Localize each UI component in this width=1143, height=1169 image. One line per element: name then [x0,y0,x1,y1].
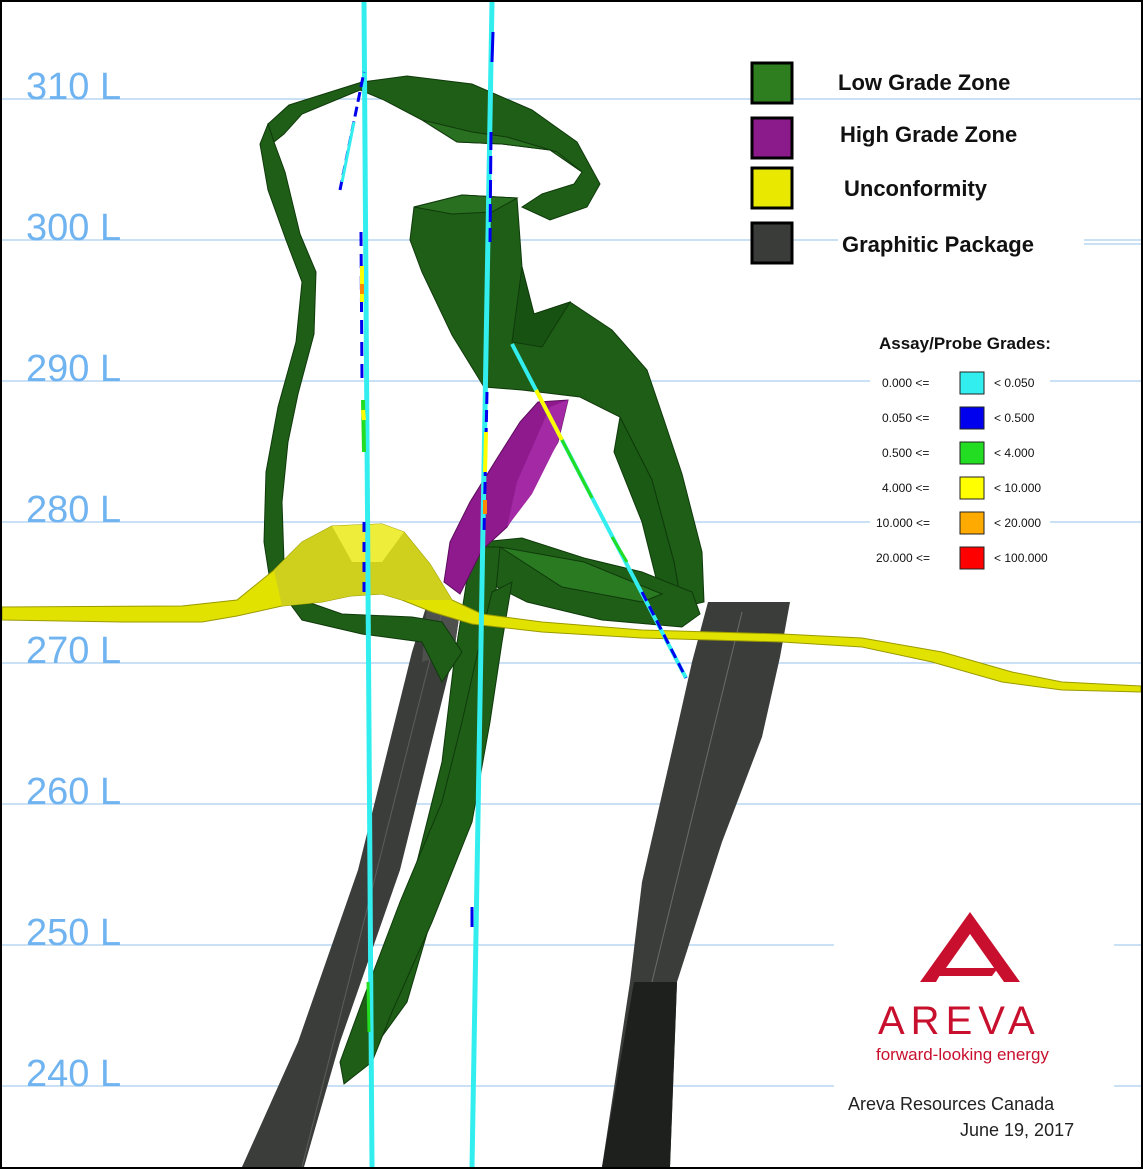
drill-holes [338,2,688,1167]
grade-legend-title: Assay/Probe Grades: [879,334,1051,353]
legend-label: Unconformity [844,176,988,201]
grade-low: 10.000 <= [876,516,930,530]
grade-swatch [959,546,985,570]
high-grade-zone [443,399,569,595]
low-grade-ribbon-top [267,75,601,221]
level-label: 270 L [26,630,121,672]
grade-high: < 100.000 [994,551,1048,565]
grade-high: < 0.050 [994,376,1035,390]
grade-row: 0.050 <= < 0.500 [882,406,1035,430]
branding: AREVA forward-looking energy Areva Resou… [834,902,1114,1162]
grade-legend: Assay/Probe Grades: 0.000 <= < 0.050 0.0… [870,334,1051,570]
grade-low: 0.500 <= [882,446,929,460]
grade-high: < 20.000 [994,516,1041,530]
level-label: 290 L [26,348,121,390]
grade-low: 4.000 <= [882,481,929,495]
legend-swatch-high-grade [750,116,794,160]
drill-hole-a [361,2,375,1167]
grade-swatch [959,371,985,395]
level-label: 310 L [26,66,121,108]
brand-name: AREVA [878,999,1041,1043]
low-grade-shard-right [339,581,513,1085]
legend-swatch-graphitic [750,221,794,265]
grade-swatch [959,406,985,430]
legend-item: Graphitic Package [750,221,1084,265]
brand-tagline: forward-looking energy [876,1045,1049,1064]
graphitic-package-right [602,602,790,1167]
company-name: Areva Resources Canada [848,1094,1055,1114]
legend-swatch-unconformity [750,166,794,210]
legend-item: Low Grade Zone [750,61,1010,105]
drill-hole-b [469,2,495,1167]
grade-row: 0.500 <= < 4.000 [882,441,1035,465]
grade-swatch [959,441,985,465]
legend-label: High Grade Zone [840,122,1017,147]
legend-item: Unconformity [750,166,988,210]
legend-item: High Grade Zone [750,116,1017,160]
level-label: 280 L [26,489,121,531]
level-label: 240 L [26,1053,121,1095]
report-date: June 19, 2017 [960,1120,1074,1140]
grade-swatch [959,476,985,500]
grade-row: 10.000 <= < 20.000 [876,511,1041,535]
low-grade-limb-left [259,122,317,603]
grade-row: 4.000 <= < 10.000 [882,476,1041,500]
grade-high: < 4.000 [994,446,1035,460]
grade-low: 0.050 <= [882,411,929,425]
grade-swatch [959,511,985,535]
grade-row: 0.000 <= < 0.050 [882,371,1035,395]
low-grade-zone [259,75,705,1085]
level-label: 250 L [26,912,121,954]
level-label: 300 L [26,207,121,249]
areva-logo-icon [920,912,1020,982]
legend-label: Low Grade Zone [838,70,1010,95]
grade-low: 20.000 <= [876,551,930,565]
level-label: 260 L [26,771,121,813]
grade-high: < 10.000 [994,481,1041,495]
legend: Low Grade Zone High Grade Zone Unconform… [750,61,1141,265]
legend-swatch-low-grade [750,61,794,105]
grade-row: 20.000 <= < 100.000 [876,546,1048,570]
elevation-labels: 310 L 300 L 290 L 280 L 270 L 260 L 250 … [26,66,121,1095]
grade-low: 0.000 <= [882,376,929,390]
legend-label: Graphitic Package [842,232,1034,257]
grade-high: < 0.500 [994,411,1035,425]
